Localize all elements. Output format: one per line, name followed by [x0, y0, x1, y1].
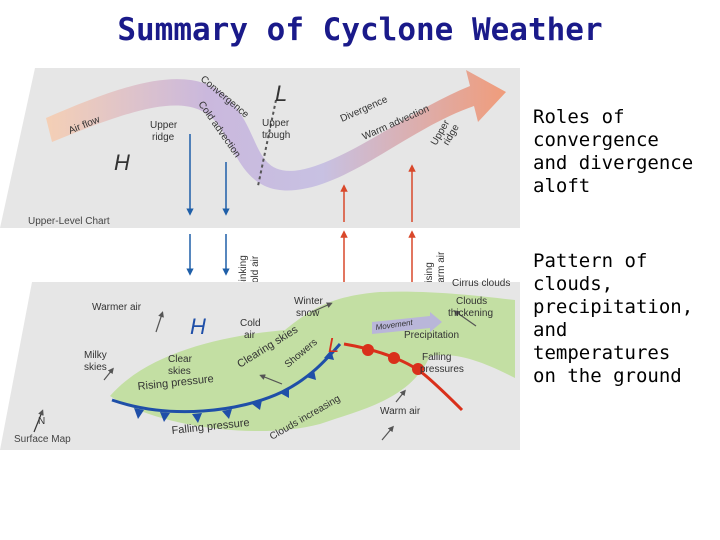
cold-front	[111, 343, 342, 414]
trough-line	[257, 99, 277, 187]
upper-note-line: and divergence	[533, 152, 694, 174]
movement-arrow	[372, 312, 442, 334]
surface-panel-label: Surface Map	[14, 434, 71, 445]
surface-note-line: on the ground	[533, 365, 682, 387]
upper-ridge-left-line1: Upper	[150, 120, 178, 131]
cold-air-line2: air	[244, 330, 256, 341]
upper-high-symbol: H	[114, 150, 130, 175]
wind-arrow	[155, 311, 164, 333]
upper-panel-label: Upper-Level Chart	[28, 216, 110, 227]
cirrus-label: Cirrus clouds	[452, 278, 510, 289]
milky-skies-line1: Milky	[84, 350, 107, 361]
surface-note-line: Pattern of	[533, 250, 648, 272]
upper-note: Roles of convergence and divergence alof…	[533, 106, 693, 198]
sinking-cold-air-line2: cold air	[250, 255, 261, 288]
warm-front-semicircles	[362, 344, 424, 375]
rising-warm-air-line2: warm air	[436, 251, 447, 291]
wind-arrow	[259, 374, 283, 385]
surface-note-line: temperatures	[533, 342, 671, 364]
sinking-cold-air-line1: Sinking	[238, 255, 249, 288]
wind-arrow	[395, 389, 406, 403]
north-arrow	[33, 409, 44, 433]
wind-arrow	[311, 302, 333, 313]
upper-ridge-left-line2: ridge	[152, 132, 175, 143]
surface-note-line: clouds,	[533, 273, 614, 295]
clear-skies-line1: Clear	[168, 354, 193, 365]
slide-title: Summary of Cyclone Weather	[117, 12, 603, 48]
clear-skies-line2: skies	[168, 366, 191, 377]
milky-skies-line2: skies	[84, 362, 107, 373]
upper-note-line: Roles of	[533, 106, 625, 128]
wind-arrow	[453, 310, 477, 327]
clouds-thickening-line1: Clouds	[456, 296, 487, 307]
upper-note-line: convergence	[533, 129, 659, 151]
winter-snow-line1: Winter	[294, 296, 324, 307]
winter-snow-line2: snow	[296, 308, 320, 319]
surface-low-symbol: L	[328, 335, 339, 357]
surface-note: Pattern of clouds, precipitation, and te…	[533, 250, 693, 388]
warmer-air-label: Warmer air	[92, 302, 142, 313]
falling-pressures-line2: pressures	[420, 364, 464, 375]
airflow-band	[46, 70, 506, 191]
cold-air-line1: Cold	[240, 318, 261, 329]
clouds-thickening-line2: thickening	[448, 308, 493, 319]
wind-arrow	[381, 425, 394, 441]
precipitation-label: Precipitation	[404, 330, 459, 341]
north-label: N	[38, 416, 45, 427]
wind-arrow	[103, 367, 114, 381]
surface-note-line: precipitation,	[533, 296, 694, 318]
upper-trough-line1: Upper	[262, 118, 290, 129]
rising-warm-air-line1: Rising	[424, 262, 435, 290]
upper-trough-line2: trough	[262, 130, 290, 141]
warm-air-label: Warm air	[380, 406, 421, 417]
falling-pressures-line1: Falling	[422, 352, 451, 363]
surface-note-line: and	[533, 319, 568, 341]
upper-level-panel	[0, 68, 520, 228]
upper-note-line: aloft	[533, 175, 591, 197]
cold-front-triangles	[134, 350, 334, 423]
upper-low-symbol: L	[275, 81, 287, 106]
surface-high-symbol: H	[190, 314, 206, 339]
